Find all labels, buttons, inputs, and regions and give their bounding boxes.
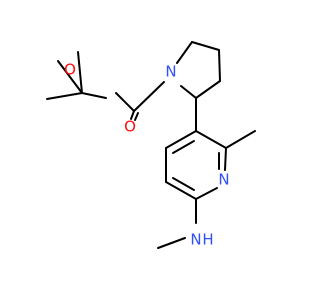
bond-pyridine-c	[165, 181, 197, 200]
amine-nitrogen-label: N	[190, 231, 201, 249]
bond-pyridine-methyl	[225, 130, 256, 149]
bond-c4-c3	[218, 49, 221, 82]
bond-c3-c2	[195, 80, 221, 99]
carbamate-group	[115, 81, 165, 121]
aromatic-double-1	[172, 140, 195, 154]
bond-pyridine-d	[195, 187, 218, 200]
bond-carbonyl-n	[133, 81, 165, 112]
bond-pyridine-a	[165, 130, 197, 149]
bond-carbonyl-o-single	[130, 110, 135, 120]
bond-c2-n	[180, 85, 197, 99]
carbonyl-oxygen-label: O	[124, 118, 136, 136]
amine-hydrogen-label: H	[202, 231, 213, 249]
pyrrolidine-nitrogen-label: N	[165, 63, 176, 81]
bond-tbu-a	[57, 60, 83, 94]
pyrrolidine-ring	[176, 41, 221, 99]
bond-tbu-b	[77, 51, 83, 94]
molecule-structure: O O N N N H	[46, 41, 256, 249]
bond-pyridine-f	[195, 130, 227, 149]
bond-n-c5	[176, 41, 193, 64]
bond-o-carbonyl	[115, 92, 135, 112]
ester-oxygen-label: O	[64, 61, 76, 79]
pyridine-ring	[157, 97, 256, 249]
bond-pyridine-e	[224, 147, 227, 171]
bond-tbu-c	[46, 92, 83, 100]
bond-amine-methyl	[157, 237, 186, 249]
aromatic-double-2	[172, 177, 195, 191]
pyridine-nitrogen-label: N	[218, 171, 229, 189]
molecule-canvas: O O N N N H	[46, 41, 256, 249]
tert-butyl-group	[46, 51, 107, 100]
bond-carbonyl-o-double	[134, 112, 139, 121]
bond-tbu-o	[81, 92, 107, 99]
bond-c5-c4	[191, 41, 220, 51]
